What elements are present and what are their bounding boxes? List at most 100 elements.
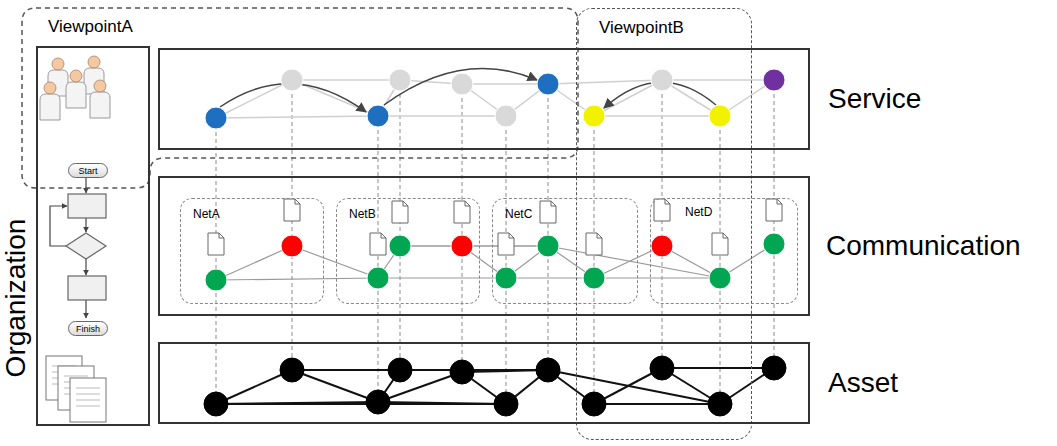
mapping-line [378,116,379,402]
document-icon [498,233,514,255]
terminator-oval: Start [68,163,108,178]
service-link [662,79,774,81]
asset-node [388,358,412,382]
asset-node [204,392,228,416]
document-fold [509,233,514,238]
service-link [594,115,720,117]
node-label: ViewpointA [48,18,133,35]
person-head [70,70,82,82]
person-body [90,92,110,118]
mapping-line [400,80,401,370]
document-sheet [70,378,106,422]
communication-link [378,277,506,278]
document-icon [766,199,782,221]
network-group: NetB [336,198,480,304]
node-label: NetA [193,208,220,220]
service-link [378,115,506,117]
asset-node [536,358,560,382]
document-fold [723,233,728,238]
node-label: NetB [349,208,376,220]
asset-layer: Asset [158,342,810,424]
document-icon [540,201,556,223]
mapping-line [506,116,507,404]
process-box [68,194,106,218]
service-layer: Service [158,48,810,150]
communication-link [400,245,548,246]
node-label: Asset [828,369,898,397]
document-icon [654,199,670,221]
flow-arrow [85,177,86,193]
asset-node [494,392,518,416]
document-sheet [712,233,728,255]
service-node [651,69,673,91]
document-sheet [766,199,782,221]
asset-node [708,392,732,416]
document-icon [392,201,408,223]
flow-arrow [85,259,86,275]
document-line [76,400,100,401]
person-body [40,94,60,120]
communication-node [651,235,673,257]
document-fold [219,233,224,238]
node-label: Communication [826,232,1021,260]
asset-node [582,392,606,416]
document-sheet [498,233,514,255]
mapping-line [548,84,549,370]
asset-link [292,370,378,402]
mapping-line [662,80,663,368]
node-label: NetC [505,208,532,220]
mapping-line [774,80,775,368]
asset-node [762,356,786,380]
communication-node [205,269,227,291]
service-link [292,79,400,81]
node-label: ViewpointB [599,19,684,36]
person-head [52,58,64,70]
service-node-group [205,69,785,129]
mapping-line [216,118,217,404]
region-outline [22,8,578,188]
communication-link [506,277,594,278]
person-head [94,80,106,92]
document-fold [465,201,470,206]
viewpoint-region: ViewpointA [22,8,578,188]
asset-link [292,369,400,371]
communication-node [537,235,559,257]
network-group: NetD [650,198,798,304]
service-node [495,105,517,127]
document-line [76,388,100,389]
communication-node [709,267,731,289]
process-box [68,276,106,300]
node-label: Organization [2,219,30,378]
document-icon [454,201,470,223]
mapping-line [720,116,721,404]
person-head [88,56,100,68]
document-stack [46,356,106,422]
document-line [76,394,100,395]
document-sheet [370,233,386,255]
communication-link [594,277,720,278]
communication-node [763,233,785,255]
communication-node [367,267,389,289]
asset-node [280,358,304,382]
service-link [216,80,292,118]
flow-arrow [85,218,86,232]
asset-link [216,403,506,405]
communication-node [451,235,473,257]
asset-node [450,360,474,384]
organization-layer: OrganizationStartFinish [36,46,150,426]
asset-node [650,356,674,380]
flow-loop [50,206,67,246]
communication-node-group [205,233,785,291]
document-fold [381,233,386,238]
service-node [451,73,473,95]
network-group: NetA [180,198,324,304]
document-icon [208,233,224,255]
service-node [583,105,605,127]
document-sheet [208,233,224,255]
people-icon [40,56,110,120]
document-icon [712,233,728,255]
communication-link [292,246,378,278]
service-link [548,80,662,84]
